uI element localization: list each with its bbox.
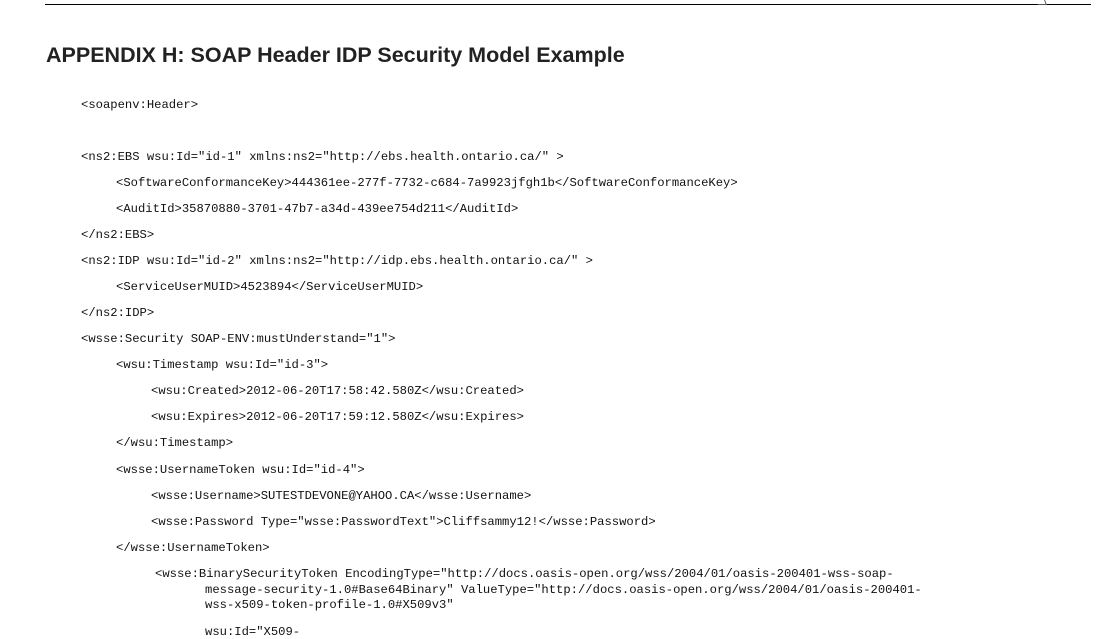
code-line: <wsu:Expires>2012-06-20T17:59:12.580Z</w… [151, 410, 524, 424]
code-line: </wsse:UsernameToken> [116, 541, 270, 555]
top-rule-tick [1036, 0, 1047, 5]
code-line: <wsse:BinarySecurityToken EncodingType="… [155, 567, 894, 581]
code-line: <wsse:Password Type="wsse:PasswordText">… [151, 515, 656, 529]
code-line: <wsu:Created>2012-06-20T17:58:42.580Z</w… [151, 384, 524, 398]
code-line: message-security-1.0#Base64Binary" Value… [205, 583, 922, 597]
code-line: <SoftwareConformanceKey>444361ee-277f-77… [116, 176, 738, 190]
appendix-heading: APPENDIX H: SOAP Header IDP Security Mod… [46, 43, 625, 67]
code-line: <ServiceUserMUID>4523894</ServiceUserMUI… [116, 280, 424, 294]
code-line: wsu:Id="X509- [205, 625, 301, 639]
code-line: <wsu:Timestamp wsu:Id="id-3"> [116, 358, 329, 372]
code-line: <soapenv:Header> [81, 98, 199, 112]
code-line: <wsse:UsernameToken wsu:Id="id-4"> [116, 463, 365, 477]
code-line: </ns2:IDP> [81, 306, 155, 320]
code-line: <ns2:EBS wsu:Id="id-1" xmlns:ns2="http:/… [81, 150, 564, 164]
code-line: </wsu:Timestamp> [116, 436, 234, 450]
code-line: <wsse:Security SOAP-ENV:mustUnderstand="… [81, 332, 396, 346]
code-line: </ns2:EBS> [81, 228, 155, 242]
code-line: <AuditId>35870880-3701-47b7-a34d-439ee75… [116, 202, 519, 216]
code-line: <wsse:Username>SUTESTDEVONE@YAHOO.CA</ws… [151, 489, 532, 503]
code-line: <ns2:IDP wsu:Id="id-2" xmlns:ns2="http:/… [81, 254, 593, 268]
top-rule [45, 4, 1091, 5]
code-line: wss-x509-token-profile-1.0#X509v3" [205, 598, 454, 612]
